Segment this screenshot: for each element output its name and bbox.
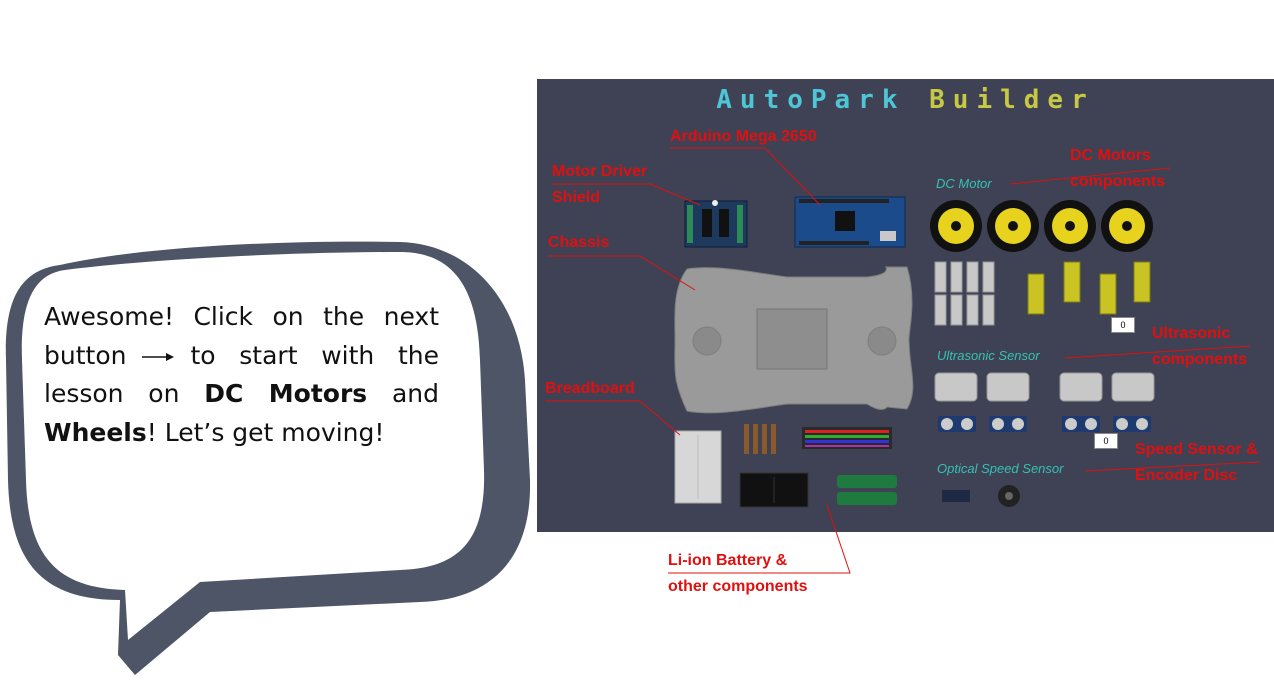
label-chassis: Chassis: [548, 234, 610, 251]
components-canvas: [674, 196, 1155, 508]
ultrasonic-counter: 0: [1094, 433, 1118, 449]
dc-motors[interactable]: [1027, 261, 1151, 315]
wheels[interactable]: [930, 200, 1153, 252]
breadboard[interactable]: [674, 430, 722, 504]
label-arduino-mega: Arduino Mega 2650: [670, 128, 817, 145]
chassis[interactable]: [674, 265, 914, 414]
label-breadboard: Breadboard: [545, 380, 635, 397]
speech-bubble: [5, 241, 531, 675]
label-ultrasonic: Ultrasonic components: [1152, 325, 1248, 368]
category-ultrasonic-sensor: Ultrasonic Sensor: [937, 348, 1040, 363]
jumper-wires[interactable]: [802, 427, 892, 449]
battery-holder[interactable]: [739, 472, 809, 508]
jumper-pins[interactable]: [744, 424, 776, 454]
bold-wheels: Wheels: [44, 417, 147, 447]
label-li-ion-battery: Li-ion Battery & other components: [668, 552, 808, 595]
motor-driver-shield[interactable]: [684, 200, 748, 248]
li-ion-batteries[interactable]: [837, 475, 897, 505]
encoder-disc[interactable]: [998, 485, 1020, 507]
optical-speed-sensor[interactable]: [942, 490, 970, 502]
arrow-right-icon: [142, 352, 175, 361]
panel-title: AutoPark Builder: [716, 85, 1095, 115]
label-motor-driver-shield: Motor Driver Shield: [552, 163, 648, 206]
motor-counter: 0: [1111, 317, 1135, 333]
bubble-front: [21, 252, 485, 640]
motor-brackets[interactable]: [934, 261, 995, 326]
autopark-builder-panel: AutoPark Builder: [537, 79, 1274, 532]
ultrasonic-brackets[interactable]: [934, 372, 1155, 402]
label-speed-sensor: Speed Sensor & Encoder Disc: [1135, 441, 1258, 484]
label-dc-motors: DC Motors components: [1070, 147, 1166, 190]
category-optical-speed-sensor: Optical Speed Sensor: [937, 461, 1064, 476]
arduino-mega[interactable]: [794, 196, 906, 248]
bold-dc-motors: DC Motors: [204, 379, 368, 408]
category-dc-motor: DC Motor: [936, 176, 992, 191]
ultrasonic-sensors[interactable]: [938, 416, 1151, 432]
